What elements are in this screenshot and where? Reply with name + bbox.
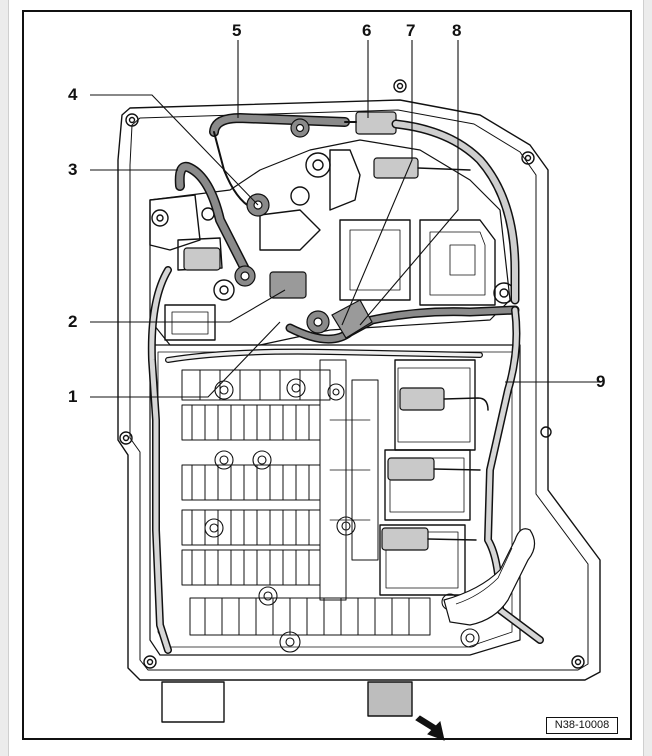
housing-foot-left — [161, 681, 225, 723]
figure-frame — [22, 10, 632, 740]
figure-reference-code: N38-10008 — [546, 717, 618, 734]
arrow-icon — [415, 715, 445, 741]
callout-8: 8 — [452, 21, 462, 40]
page-edge-left — [0, 0, 9, 756]
callout-9: 9 — [596, 372, 606, 391]
callout-7: 7 — [406, 21, 416, 40]
callout-leaders — [90, 40, 600, 398]
callout-5: 5 — [232, 21, 242, 40]
upper-valve-cluster — [149, 139, 511, 346]
housing-inner-rim — [129, 109, 589, 671]
callout-1: 1 — [68, 387, 78, 406]
callout-3: 3 — [68, 160, 78, 179]
callout-4: 4 — [68, 85, 78, 104]
page-edge-right — [643, 0, 652, 756]
housing-foot-center — [367, 681, 413, 717]
spool-bank-left — [181, 369, 431, 636]
callout-2: 2 — [68, 312, 78, 331]
callout-6: 6 — [362, 21, 372, 40]
housing-outline — [117, 99, 601, 681]
